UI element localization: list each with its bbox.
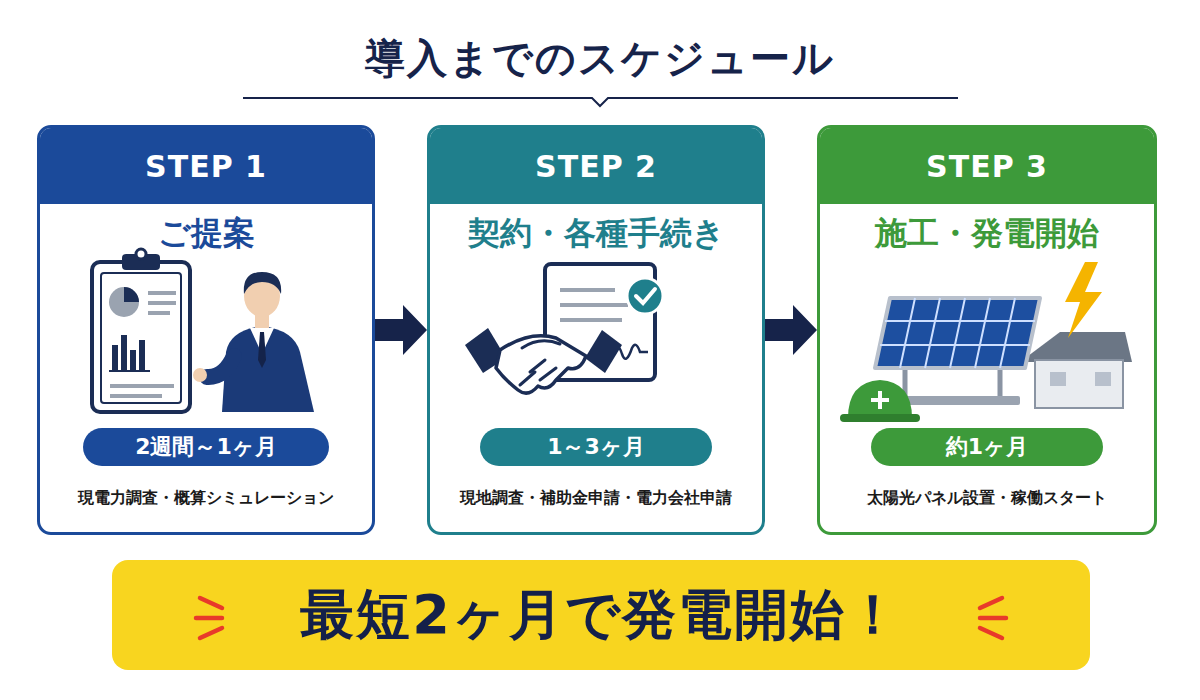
bar-baseline — [109, 370, 150, 372]
arm — [207, 356, 234, 377]
house-window — [1050, 372, 1066, 386]
step-title: 契約・各種手続き — [430, 212, 762, 254]
helmet-brim — [840, 414, 920, 422]
step-title: 施工・発電開始 — [820, 212, 1154, 254]
step-description: 現地調査・補助金申請・電力会社申請 — [430, 486, 762, 510]
bar — [139, 340, 145, 370]
step-card: 契約・各種手続き現地調査・補助金申請・電力会社申請 STEP 2 1～3ヶ月 — [427, 125, 765, 535]
duration-label: 約1ヶ月 — [946, 432, 1028, 462]
clipboard-icon — [92, 249, 190, 412]
house-window — [1095, 372, 1111, 386]
clipboard-board — [92, 262, 190, 412]
pie-chart — [109, 287, 139, 317]
step-description: 現電力調査・概算シミュレーション — [40, 486, 372, 510]
panel-base — [890, 396, 1020, 405]
panel-grid — [880, 298, 1035, 368]
clipboard-paper — [101, 273, 181, 403]
banner-text: 最短2ヶ月で発電開始！ — [300, 579, 902, 652]
signature — [612, 345, 648, 359]
tie — [258, 332, 266, 368]
presenter-figure — [193, 272, 314, 412]
burst-marks — [196, 598, 1006, 638]
step-card: ご提案現電力調査・概算シミュレーション STEP 1 2週間～1ヶ月 — [37, 125, 375, 535]
house-wall — [1035, 360, 1123, 408]
step-label: STEP 2 — [535, 149, 657, 184]
step-header-band: STEP 2 — [430, 128, 762, 204]
duration-pill: 約1ヶ月 — [871, 428, 1103, 466]
step-label: STEP 3 — [926, 149, 1048, 184]
hands — [496, 336, 586, 393]
text-lines — [110, 386, 174, 396]
hand — [193, 368, 207, 382]
flow-arrow — [765, 305, 817, 355]
check-circle — [627, 278, 663, 314]
head — [244, 275, 280, 317]
clipboard-clip — [122, 254, 160, 270]
finger-lines — [520, 341, 560, 385]
duration-label: 1～3ヶ月 — [547, 432, 645, 462]
document — [545, 264, 655, 380]
solar-panel — [875, 298, 1040, 368]
burst-left — [196, 598, 222, 638]
helmet — [848, 380, 912, 418]
step-header-band: STEP 1 — [40, 128, 372, 204]
underline-path — [243, 98, 958, 106]
diagram-title: 導入までのスケジュール — [0, 30, 1200, 86]
neck — [255, 312, 269, 330]
helmet-cross — [871, 391, 889, 409]
step-header-band: STEP 3 — [820, 128, 1154, 204]
duration-pill: 2週間～1ヶ月 — [83, 428, 329, 466]
bar — [112, 345, 118, 370]
suit-body — [222, 326, 314, 412]
hair — [244, 272, 281, 294]
burst-right — [980, 598, 1006, 638]
contract-icon — [545, 264, 663, 380]
step-label: STEP 1 — [145, 149, 267, 184]
bar — [130, 350, 136, 370]
lightning-bolt — [1065, 262, 1102, 338]
title-underline — [243, 98, 958, 106]
step-description: 太陽光パネル設置・稼働スタート — [820, 486, 1154, 510]
text-lines — [560, 290, 628, 320]
duration-pill: 1～3ヶ月 — [480, 428, 712, 466]
clipboard-ring — [136, 249, 146, 259]
duration-label: 2週間～1ヶ月 — [135, 432, 277, 462]
bar — [121, 335, 127, 370]
handshake-icon — [465, 328, 622, 393]
panel-legs — [905, 368, 1000, 398]
house-roof — [1020, 332, 1132, 362]
highlight-banner: 最短2ヶ月で発電開始！ — [112, 560, 1090, 670]
check-mark — [636, 289, 655, 303]
right-sleeve — [585, 330, 622, 373]
step-title: ご提案 — [40, 212, 372, 254]
flow-arrow — [375, 305, 427, 355]
text-lines — [148, 293, 176, 313]
left-sleeve — [465, 328, 506, 373]
shirt — [250, 328, 274, 354]
pie-slice — [124, 287, 139, 302]
solar-panel-icon — [840, 262, 1132, 422]
step-card: 施工・発電開始太陽光パネル設置・稼働スタート STEP 3 約1ヶ月 — [817, 125, 1157, 535]
